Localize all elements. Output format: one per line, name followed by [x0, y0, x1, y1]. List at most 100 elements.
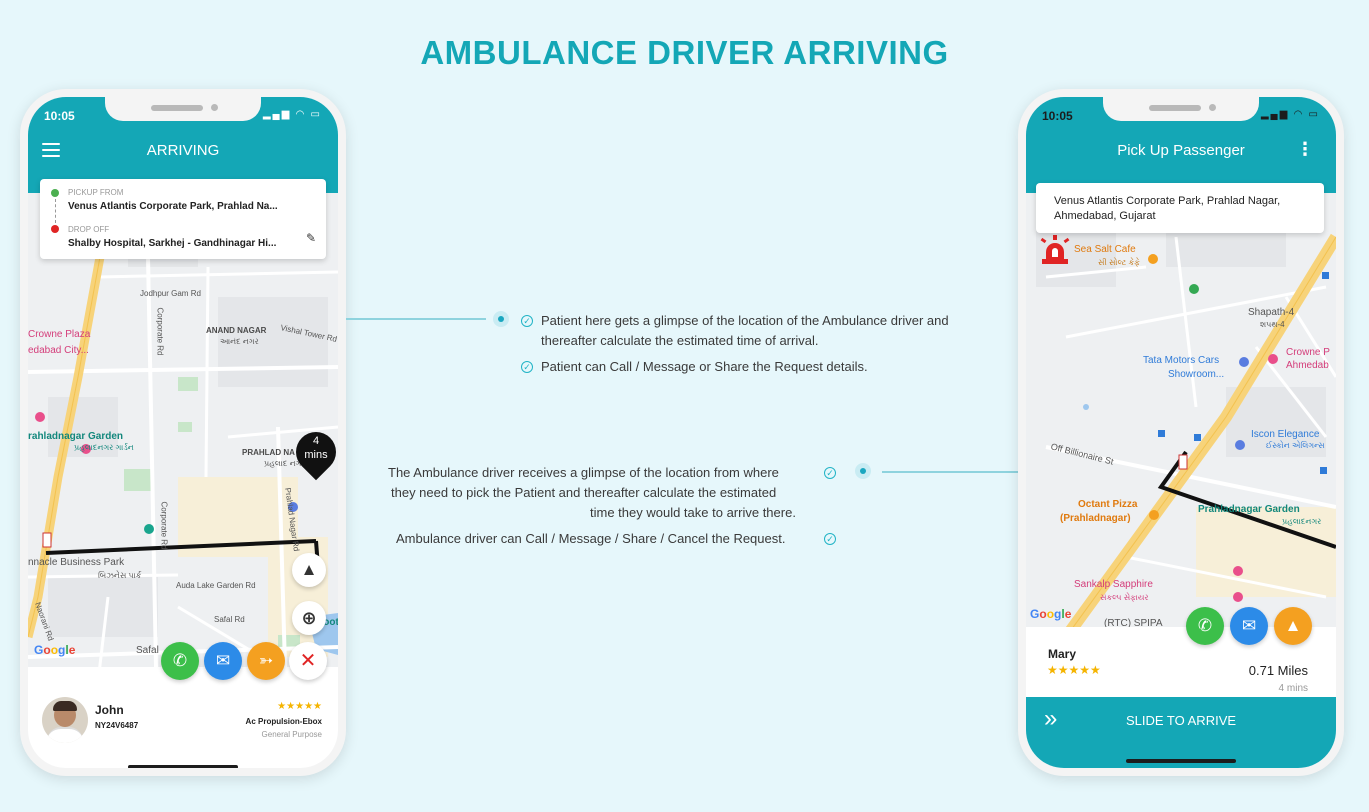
passenger-rating-stars: ★★★★★: [1047, 663, 1101, 677]
driver-description-line1: The Ambulance driver receives a glimpse …: [388, 465, 779, 480]
pickup-address-card[interactable]: Venus Atlantis Corporate Park, Prahlad N…: [1036, 183, 1324, 233]
map-label: Corporate Rd: [155, 307, 165, 356]
navigate-button[interactable]: ▲: [1274, 607, 1312, 645]
right-map-roads: [1026, 177, 1336, 637]
right-phone-screen: Sea Salt Cafe સી સોલ્ટ કેફે Shapath-4 શપ…: [1026, 97, 1336, 768]
right-phone: Sea Salt Cafe સી સોલ્ટ કેફે Shapath-4 શપ…: [1018, 89, 1344, 776]
status-icons: ▂▄▆ ◠ ▭: [262, 109, 322, 120]
left-phone: Jodhpur Gam Rd Corporate Rd ANAND NAGAR …: [20, 89, 346, 776]
trip-locations-card: PICKUP FROM Venus Atlantis Corporate Par…: [40, 179, 326, 259]
map-label: Safal Rd: [214, 615, 245, 624]
google-logo: Google: [34, 643, 76, 657]
map-label: Safal: [136, 645, 159, 656]
pickup-label: PICKUP FROM: [68, 188, 124, 197]
distance-value: 0.71 Miles: [1248, 663, 1308, 678]
navigate-button[interactable]: ▲: [292, 553, 326, 587]
map-label: rahladnagar Garden: [28, 431, 124, 442]
map-label: Showroom...: [1168, 369, 1225, 380]
message-button[interactable]: ✉: [204, 642, 242, 680]
call-button[interactable]: ✆: [1186, 607, 1224, 645]
dropoff-value[interactable]: Shalby Hospital, Sarkhej - Gandhinagar H…: [68, 238, 277, 249]
map-label: PRAHLAD NA: [242, 448, 295, 457]
close-icon: ✕: [299, 650, 317, 672]
patient-description-line2: thereafter calculate the estimated time …: [541, 333, 819, 348]
map-label: ANAND NAGAR: [206, 326, 267, 335]
status-bar: 10:05 ▂▄▆ ◠ ▭: [42, 109, 324, 125]
map-label: બિઝનેસ પાર્ક: [98, 571, 142, 580]
connector-line-bottom: [882, 471, 1018, 473]
driver-rating-stars: ★★★★★: [277, 701, 322, 712]
emergency-siren-icon: [1038, 235, 1072, 267]
more-options-icon[interactable]: ⋮: [1296, 139, 1314, 159]
patient-description-line1: Patient here gets a glimpse of the locat…: [541, 313, 949, 328]
phone-icon: ✆: [172, 651, 188, 670]
driver-card: John NY24V6487 ★★★★★ Ac Propulsion-Ebox …: [28, 667, 338, 768]
check-circle-icon: ✓: [824, 467, 836, 479]
share-button[interactable]: ➳: [247, 642, 285, 680]
phone-notch: [1103, 97, 1259, 121]
map-label: ઈસ્કોન એલિગન્સ: [1266, 441, 1325, 450]
share-icon: ➳: [258, 651, 274, 670]
left-app-header: 10:05 ▂▄▆ ◠ ▭ ARRIVING: [28, 97, 338, 193]
chat-bubble-icon: ✉: [1241, 616, 1257, 635]
check-circle-icon: ✓: [824, 533, 836, 545]
google-logo: Google: [1030, 607, 1072, 621]
map-label: Ahmedab: [1286, 360, 1329, 371]
status-bar: 10:05 ▂▄▆ ◠ ▭: [1040, 109, 1322, 125]
address-line1: Venus Atlantis Corporate Park, Prahlad N…: [1054, 195, 1281, 207]
map-label: Iscon Elegance: [1251, 429, 1320, 440]
left-phone-screen: Jodhpur Gam Rd Corporate Rd ANAND NAGAR …: [28, 97, 338, 768]
home-indicator: [1126, 759, 1236, 763]
map-label: પ્રહલાદનગર: [1282, 517, 1322, 526]
right-app-header: 10:05 ▂▄▆ ◠ ▭ Pick Up Passenger ⋮: [1026, 97, 1336, 193]
phone-notch: [105, 97, 261, 121]
map-label: સી સોલ્ટ કેફે: [1098, 258, 1140, 267]
call-button[interactable]: ✆: [161, 642, 199, 680]
eta-unit: mins: [304, 449, 328, 461]
left-map-roads: [28, 177, 338, 768]
driver-avatar: [42, 697, 88, 743]
map-label: સંકલ્પ સેફાયર: [1100, 593, 1149, 602]
map-label: (Prahladnagar): [1060, 513, 1131, 524]
message-button[interactable]: ✉: [1230, 607, 1268, 645]
map-label: Crowne P: [1286, 347, 1330, 358]
crosshair-icon: ⊕: [301, 608, 317, 628]
slide-label: SLIDE TO ARRIVE: [1125, 713, 1237, 728]
right-map[interactable]: Sea Salt Cafe સી સોલ્ટ કેફે Shapath-4 શપ…: [1026, 177, 1336, 637]
map-label: Prahladnagar Garden: [1198, 504, 1300, 515]
chat-bubble-icon: ✉: [215, 651, 231, 670]
map-label: આનંદ નગર: [220, 337, 259, 346]
menu-icon[interactable]: [42, 143, 60, 157]
map-label: Jodhpur Gam Rd: [140, 289, 201, 298]
edit-pencil-icon[interactable]: ✎: [305, 231, 316, 245]
route-dash: [55, 199, 56, 223]
header-title: ARRIVING: [146, 142, 220, 159]
map-label: શપથ-4: [1260, 320, 1285, 329]
left-map[interactable]: Jodhpur Gam Rd Corporate Rd ANAND NAGAR …: [28, 177, 338, 768]
pickup-value[interactable]: Venus Atlantis Corporate Park, Prahlad N…: [68, 201, 278, 212]
patient-description-line3: Patient can Call / Message or Share the …: [541, 359, 868, 374]
map-label: Sea Salt Cafe: [1074, 244, 1136, 255]
map-label: Auda Lake Garden Rd: [176, 581, 256, 590]
status-time: 10:05: [44, 109, 75, 123]
dropoff-dot-icon: [51, 225, 59, 233]
map-label: Crowne Plaza: [28, 329, 91, 340]
map-label: edabad City...: [28, 345, 89, 356]
map-label: nnacle Business Park: [28, 557, 125, 568]
map-label: પ્રહલાદ નગર: [264, 459, 306, 468]
cancel-request-button[interactable]: ✕: [289, 642, 327, 680]
vehicle-plate: NY24V6487: [95, 721, 139, 730]
eta-number: 4: [312, 435, 320, 447]
my-location-button[interactable]: ⊕: [292, 601, 326, 635]
page-title: AMBULANCE DRIVER ARRIVING: [420, 34, 949, 71]
map-label: Shapath-4: [1248, 307, 1295, 318]
bullet-dot-bottom: [855, 463, 871, 479]
slide-to-arrive-bar[interactable]: » SLIDE TO ARRIVE: [1026, 697, 1336, 768]
eta-value: 4 mins: [1278, 683, 1308, 694]
driver-description-line3: time they would take to arrive there.: [590, 505, 796, 520]
address-line2: Ahmedabad, Gujarat: [1054, 210, 1156, 222]
map-label: Sankalp Sapphire: [1074, 579, 1153, 590]
double-chevron-right-icon: »: [1044, 705, 1058, 732]
driver-name: John: [95, 703, 124, 717]
navigation-arrow-icon: ▲: [1284, 616, 1302, 635]
